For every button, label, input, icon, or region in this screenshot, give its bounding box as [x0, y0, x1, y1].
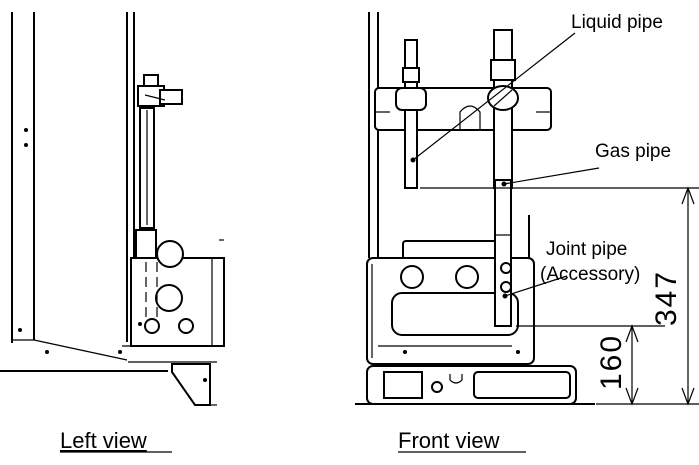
front-view-drawing — [355, 12, 595, 405]
gas-pipe-label: Gas pipe — [595, 141, 671, 162]
joint-pipe-accessory-label: (Accessory) — [540, 264, 640, 285]
dimension-lines — [420, 186, 699, 406]
joint-pipe-label: Joint pipe — [546, 239, 627, 260]
liquid-pipe-label: Liquid pipe — [571, 12, 663, 33]
dimension-160-label: 160 — [595, 334, 628, 390]
front-view-title: Front view — [398, 428, 500, 453]
left-view-drawing — [0, 12, 225, 406]
leader-lines — [410, 32, 600, 299]
left-view-title: Left view — [60, 428, 147, 453]
dimension-347-label: 347 — [650, 270, 683, 326]
